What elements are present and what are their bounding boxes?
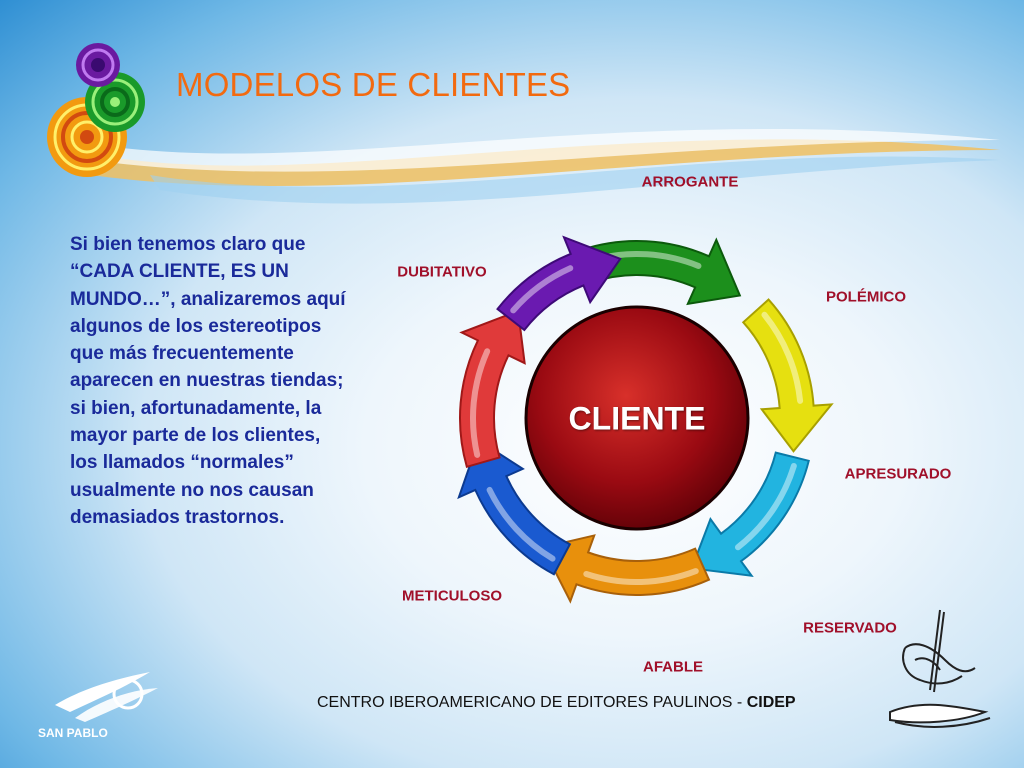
hand-writing-icon — [889, 609, 991, 728]
arrow-meticuloso-highlight — [486, 486, 556, 562]
san-pablo-logo-icon — [55, 672, 158, 722]
label-meticuloso: METICULOSO — [402, 587, 502, 605]
footer-main: CENTRO IBEROAMERICANO DE EDITORES PAULIN… — [317, 694, 747, 711]
arrow-apresurado-highlight — [734, 462, 797, 551]
footer-cidep: CIDEP — [746, 694, 796, 711]
arrow-polemico-highlight — [761, 311, 804, 404]
arrow-dubitativo — [459, 309, 526, 469]
body-paragraph: Si bien tenemos claro que “CADA CLIENTE,… — [70, 234, 346, 528]
arrow-arrogante — [581, 237, 742, 306]
label-apresurado: APRESURADO — [844, 465, 952, 483]
label-reservado: RESERVADO — [803, 619, 897, 637]
arrow-polemico — [741, 298, 834, 453]
center-label: CLIENTE — [568, 400, 706, 437]
label-dubitativo: DUBITATIVO — [397, 263, 487, 281]
label-afable: AFABLE — [643, 658, 703, 676]
footer-text: CENTRO IBEROAMERICANO DE EDITORES PAULIN… — [317, 694, 796, 712]
label-polemico: POLÉMICO — [825, 288, 907, 306]
san-pablo-logo-text: SAN PABLO — [38, 726, 108, 740]
arrow-afable-highlight — [583, 568, 699, 585]
arrow-reservado-highlight — [510, 265, 574, 314]
concentric-rings-logo-icon — [47, 43, 145, 177]
arrow-reservado — [496, 235, 622, 332]
label-arrogante: ARROGANTE — [641, 173, 739, 191]
center-circle — [524, 305, 750, 531]
arrow-dubitativo-highlight — [470, 348, 491, 458]
slide-title: MODELOS DE CLIENTES — [176, 66, 571, 103]
